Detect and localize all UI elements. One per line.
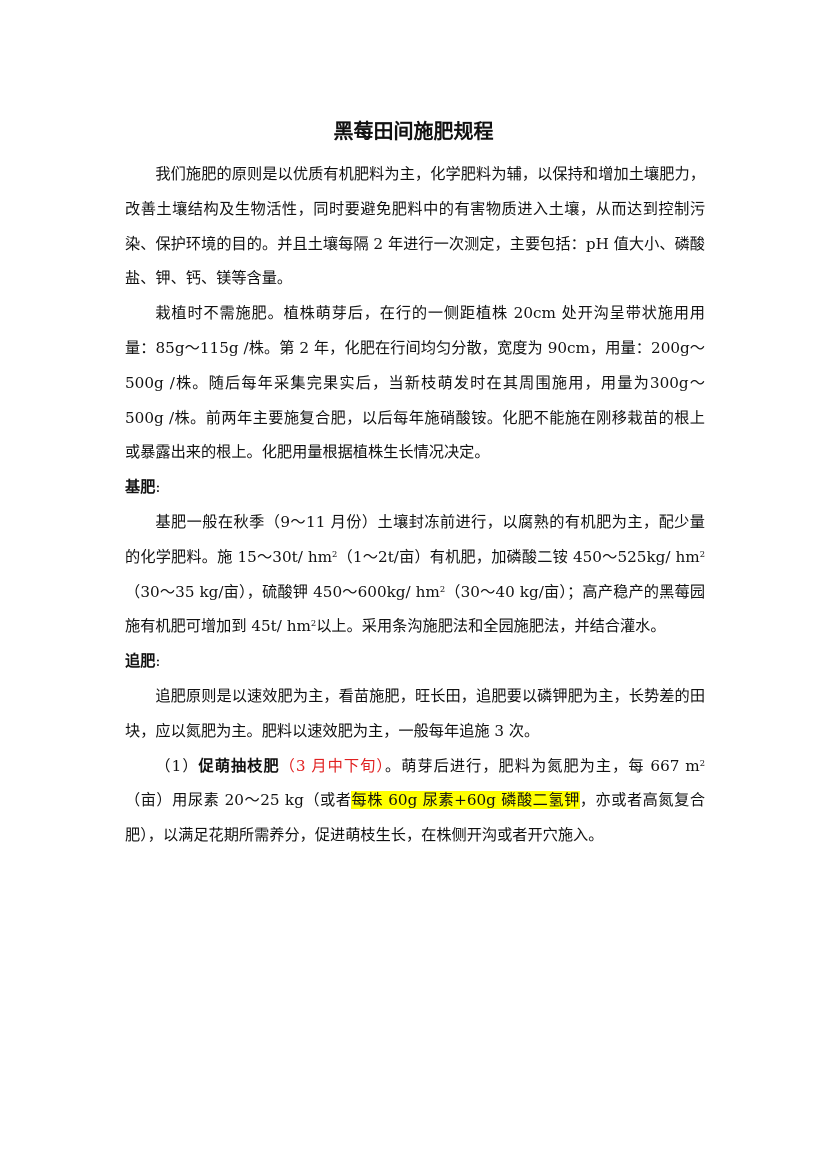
heading-topdressing: 追肥: [125,652,161,671]
paragraph-topdressing: 追肥原则是以速效肥为主，看苗施肥，旺长田，追肥要以磷钾肥为主，长势差的田块，应以… [125,686,705,740]
superscript: 2 [699,548,705,559]
superscript: 2 [310,618,317,629]
heading-base-fertilizer: 基肥: [125,478,161,497]
sprouting-fertilizer-label: 促萌抽枝肥 [198,756,280,775]
document-body: 我们施肥的原则是以优质有机肥料为主，化学肥料为辅，以保持和增加土壤肥力，改善土壤… [125,157,705,853]
paragraph-planting: 栽植时不需施肥。植株萌芽后，在行的一侧距植株 20cm 处开沟呈带状施用用量：8… [125,304,705,462]
paragraph-principle: 我们施肥的原则是以优质有机肥料为主，化学肥料为辅，以保持和增加土壤肥力，改善土壤… [125,165,705,288]
superscript: 2 [439,583,446,594]
paragraph-sprouting-fertilizer: （1）促萌抽枝肥（3 月中下旬）。萌芽后进行，肥料为氮肥为主，每 667 m2（… [125,756,706,845]
superscript: 2 [699,757,705,768]
superscript: 2 [332,548,338,559]
paragraph-base-fertilizer: 基肥一般在秋季（9～11 月份）土壤封冻前进行，以腐熟的有机肥为主，配少量的化学… [125,512,706,636]
timing-note: 3 月中下旬 [295,756,377,775]
page-title: 黑莓田间施肥规程 [333,119,494,143]
highlighted-dosage: 每株 60g 尿素+60g 磷酸二氢钾 [351,791,580,810]
